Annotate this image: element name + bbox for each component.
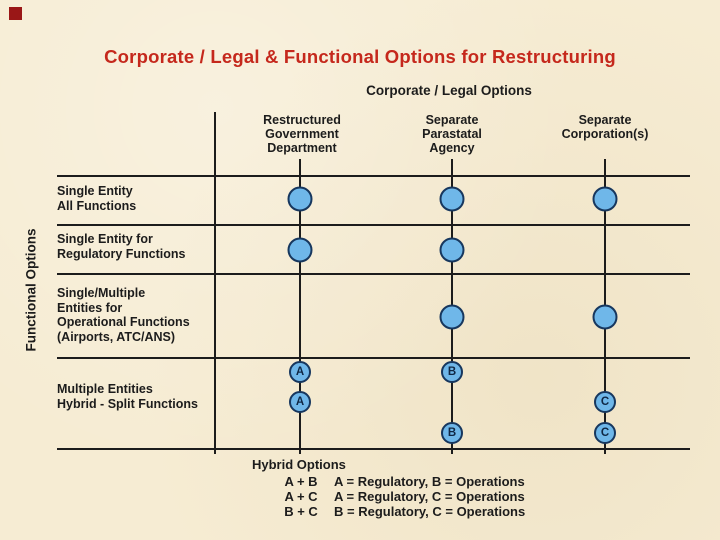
matrix-marker bbox=[592, 186, 618, 212]
legend-title: Hybrid Options bbox=[252, 457, 346, 472]
row-label-single-entity-regulatory: Single Entity for Regulatory Functions bbox=[57, 232, 186, 261]
legend-combo-bc: B + C bbox=[284, 504, 318, 519]
matrix-marker-c: C bbox=[594, 422, 616, 444]
grid-hline-4 bbox=[57, 357, 690, 359]
matrix-marker bbox=[439, 304, 465, 330]
matrix-marker bbox=[439, 186, 465, 212]
matrix-marker-a: A bbox=[289, 361, 311, 383]
legend-meaning-bc: B = Regulatory, C = Operations bbox=[334, 504, 526, 519]
column-header-separate-corporations: Separate Corporation(s) bbox=[561, 113, 649, 141]
page-title: Corporate / Legal & Functional Options f… bbox=[104, 46, 616, 67]
corner-square-decoration bbox=[9, 7, 22, 20]
y-axis-line bbox=[214, 112, 216, 454]
row-label-multiple-entities-hybrid: Multiple Entities Hybrid - Split Functio… bbox=[57, 382, 198, 411]
grid-hline-2 bbox=[57, 224, 690, 226]
matrix-marker bbox=[287, 186, 313, 212]
column-header-separate-parastatal-agency: Separate Parastatal Agency bbox=[422, 113, 482, 155]
column-header-restructured-government-department: Restructured Government Department bbox=[263, 113, 341, 155]
matrix-marker-a: A bbox=[289, 391, 311, 413]
column-line-1 bbox=[299, 159, 301, 454]
row-label-single-entity-all-functions: Single Entity All Functions bbox=[57, 184, 137, 213]
matrix-marker bbox=[592, 304, 618, 330]
matrix-marker bbox=[287, 237, 313, 263]
matrix-marker-b: B bbox=[441, 422, 463, 444]
grid-hline-5 bbox=[57, 448, 690, 450]
matrix-marker bbox=[439, 237, 465, 263]
y-axis-label: Functional Options bbox=[23, 228, 39, 352]
legend-combo-ac: A + C bbox=[284, 489, 318, 504]
matrix-marker-b: B bbox=[441, 361, 463, 383]
legend-meaning-ac: A = Regulatory, C = Operations bbox=[334, 489, 525, 504]
grid-hline-1 bbox=[57, 175, 690, 177]
grid-hline-3 bbox=[57, 273, 690, 275]
x-axis-group-label: Corporate / Legal Options bbox=[366, 83, 532, 98]
legend-meaning-ab: A = Regulatory, B = Operations bbox=[334, 474, 525, 489]
matrix-marker-c: C bbox=[594, 391, 616, 413]
legend-combo-ab: A + B bbox=[284, 474, 318, 489]
row-label-operational-functions: Single/Multiple Entities for Operational… bbox=[57, 286, 190, 344]
